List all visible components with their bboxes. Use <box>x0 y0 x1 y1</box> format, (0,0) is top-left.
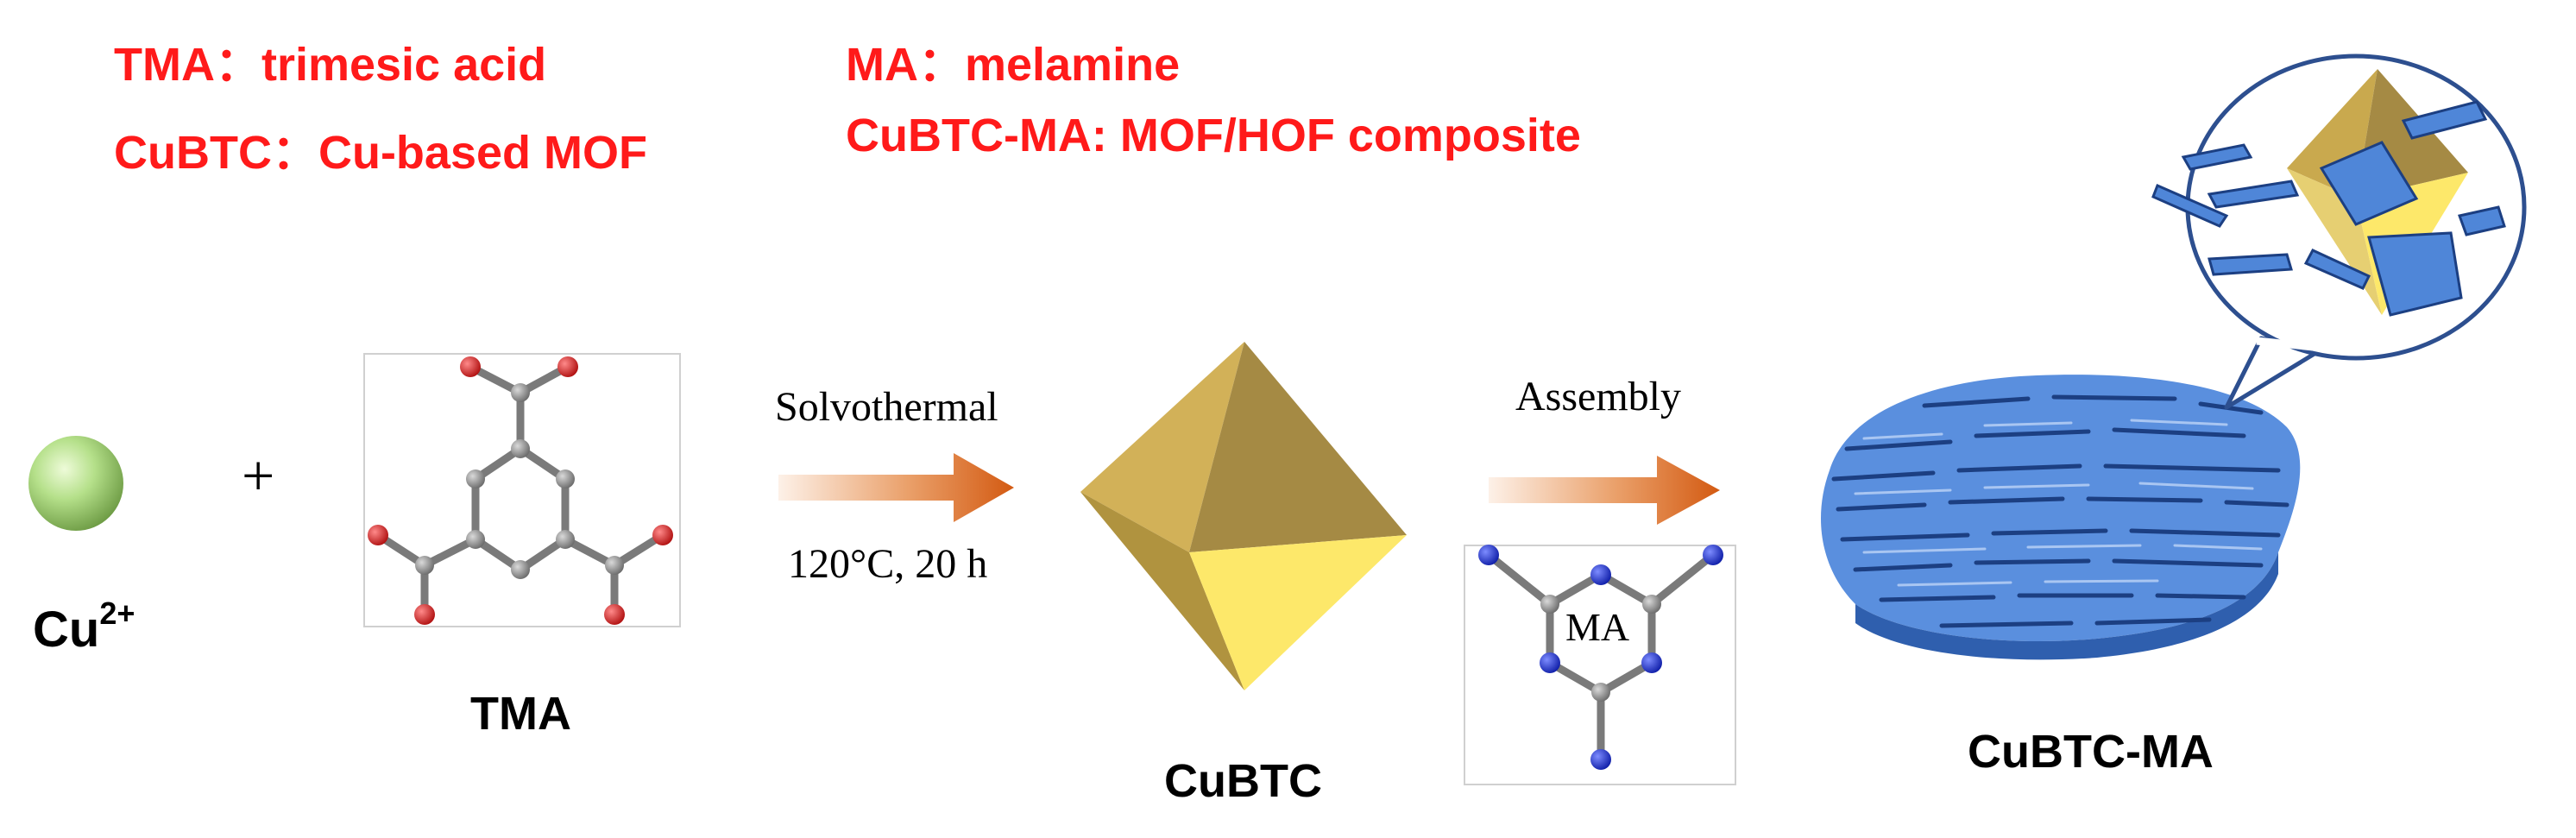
legend-tma: TMA：trimesic acid <box>114 39 547 91</box>
cubtc-ma-flake-stack <box>1821 375 2301 660</box>
cu-ion-charge: 2+ <box>99 595 135 631</box>
legend-cubtc-ma: CuBTC-MA: MOF/HOF composite <box>846 110 1581 161</box>
cubtc-ma-label: CuBTC-MA <box>1968 726 2214 778</box>
cu-ion-sphere <box>28 436 123 531</box>
tma-molecule-frame <box>363 353 681 627</box>
tma-label: TMA <box>470 688 571 740</box>
cubtc-label: CuBTC <box>1164 755 1322 807</box>
ma-atoms <box>1478 545 1723 770</box>
assembly-label: Assembly <box>1515 374 1681 419</box>
cu-ion-base: Cu <box>33 602 100 658</box>
ma-molecule-frame <box>1464 545 1736 785</box>
cubtc-octahedron <box>1080 342 1407 690</box>
plus-sign: + <box>242 443 275 508</box>
solvothermal-arrow <box>778 453 1014 522</box>
bubble-content <box>2151 69 2506 317</box>
legend-cubtc: CuBTC：Cu-based MOF <box>114 127 647 179</box>
legend-ma: MA：melamine <box>846 39 1181 91</box>
tma-atoms <box>368 356 673 625</box>
ma-molecule <box>1484 551 1717 764</box>
ma-inset-label: MA <box>1562 604 1634 650</box>
solvothermal-conditions: 120°C, 20 h <box>788 541 988 587</box>
cu-ion-label: Cu2+ <box>33 595 135 658</box>
assembly-arrow <box>1489 456 1720 525</box>
solvothermal-label: Solvothermal <box>775 384 998 430</box>
